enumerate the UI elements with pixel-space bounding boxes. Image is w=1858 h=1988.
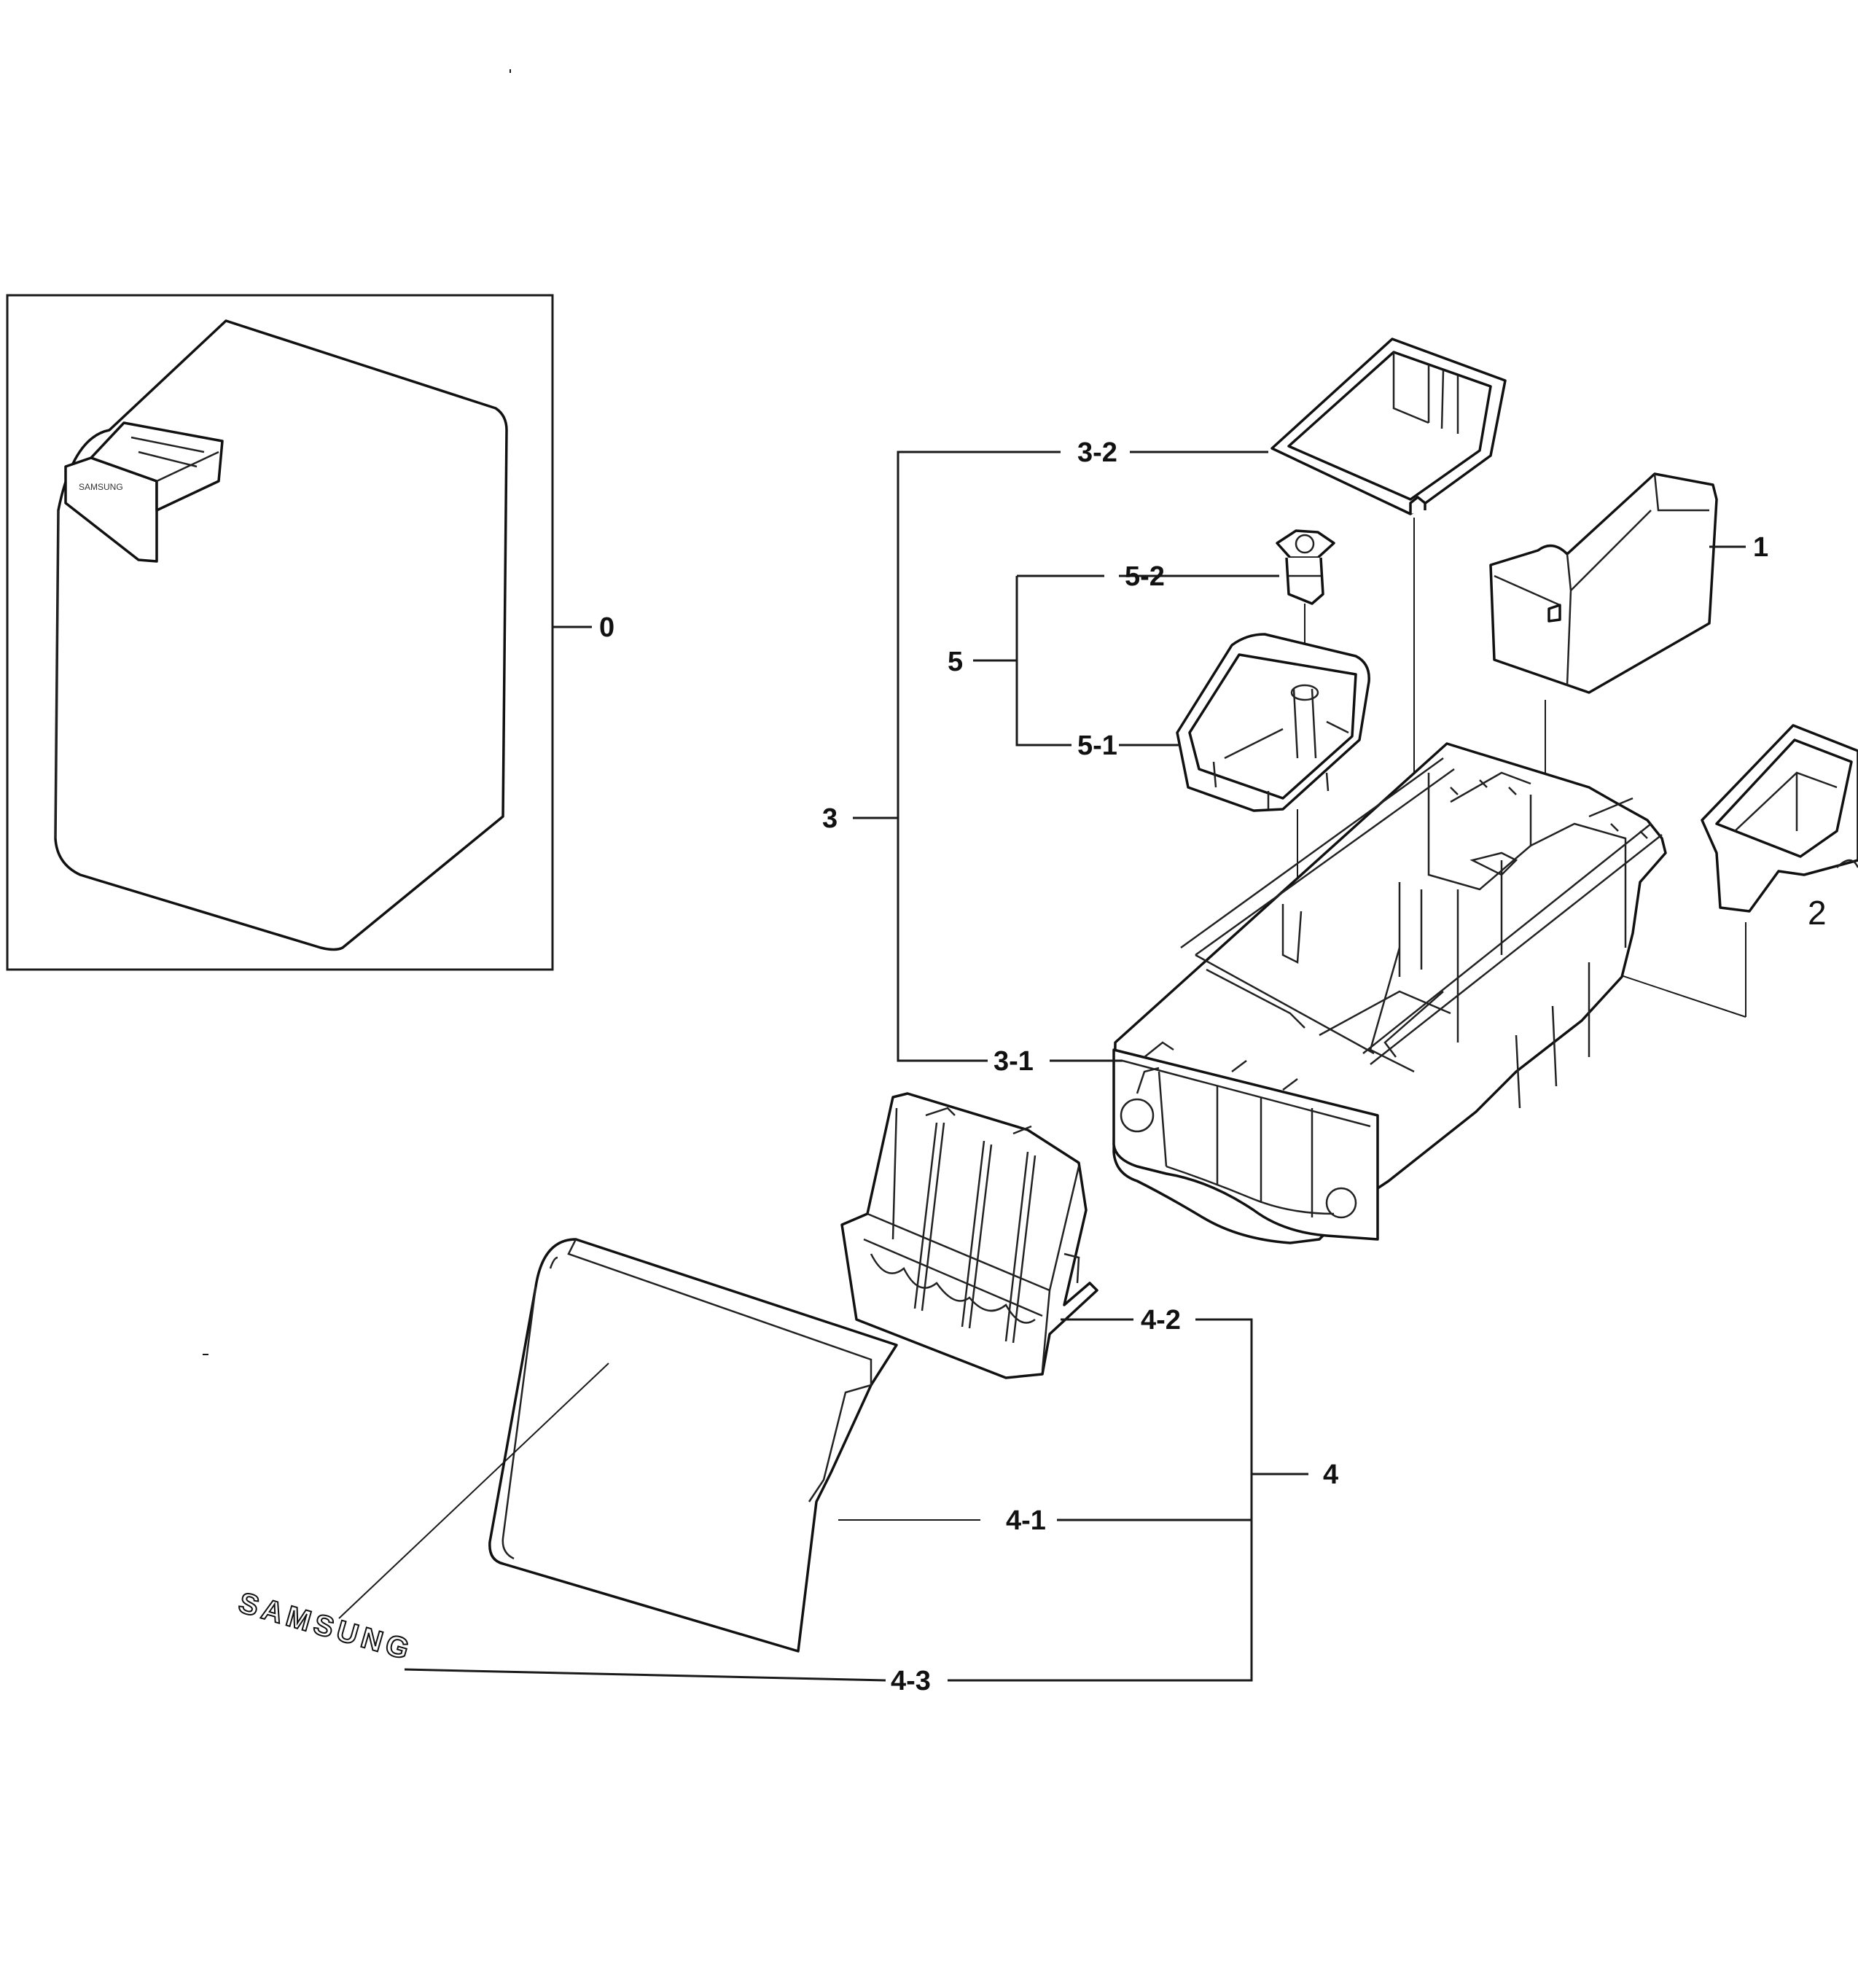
label-part-5-1: 5-1 [1077,730,1117,761]
label-part-5-2: 5-2 [1125,561,1165,592]
softener-cup-icon: 2 [1559,724,1858,1018]
drawer-panel-icon [488,1238,980,1653]
drawer-frame-icon [840,1092,1098,1379]
svg-text:SAMSUNG: SAMSUNG [79,482,123,492]
bleach-cup-icon [1270,338,1507,824]
siphon-cap-icon [1276,529,1335,689]
label-part-1: 1 [1753,532,1768,563]
siphon-cup-icon [1176,633,1370,984]
washer-cabinet-icon: SAMSUNG 0 [6,294,614,971]
label-part-3-2: 3-2 [1077,437,1117,468]
drawer-housing-icon [1112,742,1667,1244]
label-part-4-2: 4-2 [1141,1305,1181,1336]
label-part-3-1: 3-1 [994,1046,1034,1077]
label-part-4-3: 4-3 [891,1666,931,1696]
label-part-5: 5 [948,647,963,677]
svg-text:SAMSUNG: SAMSUNG [235,1586,417,1667]
label-part-4: 4 [1323,1459,1338,1490]
label-part-4-1: 4-1 [1006,1505,1046,1536]
part-labels: 3-2 5-2 5 5-1 3 3-1 4-2 4 4-1 4-3 [822,437,1338,1696]
leader-lines [404,451,1308,1682]
label-part-0: 0 [599,612,614,643]
label-part-2: 2 [1808,894,1827,932]
label-part-3: 3 [822,803,838,834]
